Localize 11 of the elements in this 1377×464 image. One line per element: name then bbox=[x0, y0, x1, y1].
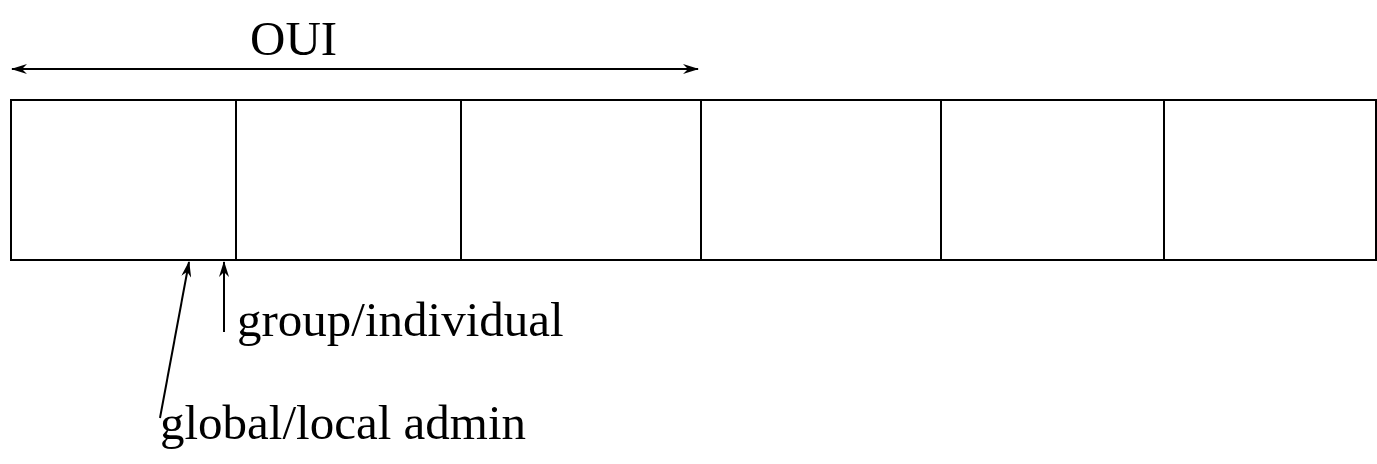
byte-box bbox=[10, 99, 237, 261]
field-label: OUI bbox=[250, 14, 338, 63]
bit-annotation: group/individual bbox=[237, 295, 564, 344]
byte-box bbox=[1163, 99, 1377, 261]
leader-arrow bbox=[219, 261, 229, 333]
bit-annotation: global/local admin bbox=[160, 398, 527, 447]
byte-box bbox=[235, 99, 462, 261]
leader-arrow bbox=[159, 261, 192, 419]
byte-box bbox=[460, 99, 702, 261]
byte-box bbox=[700, 99, 942, 261]
byte-box bbox=[940, 99, 1165, 261]
